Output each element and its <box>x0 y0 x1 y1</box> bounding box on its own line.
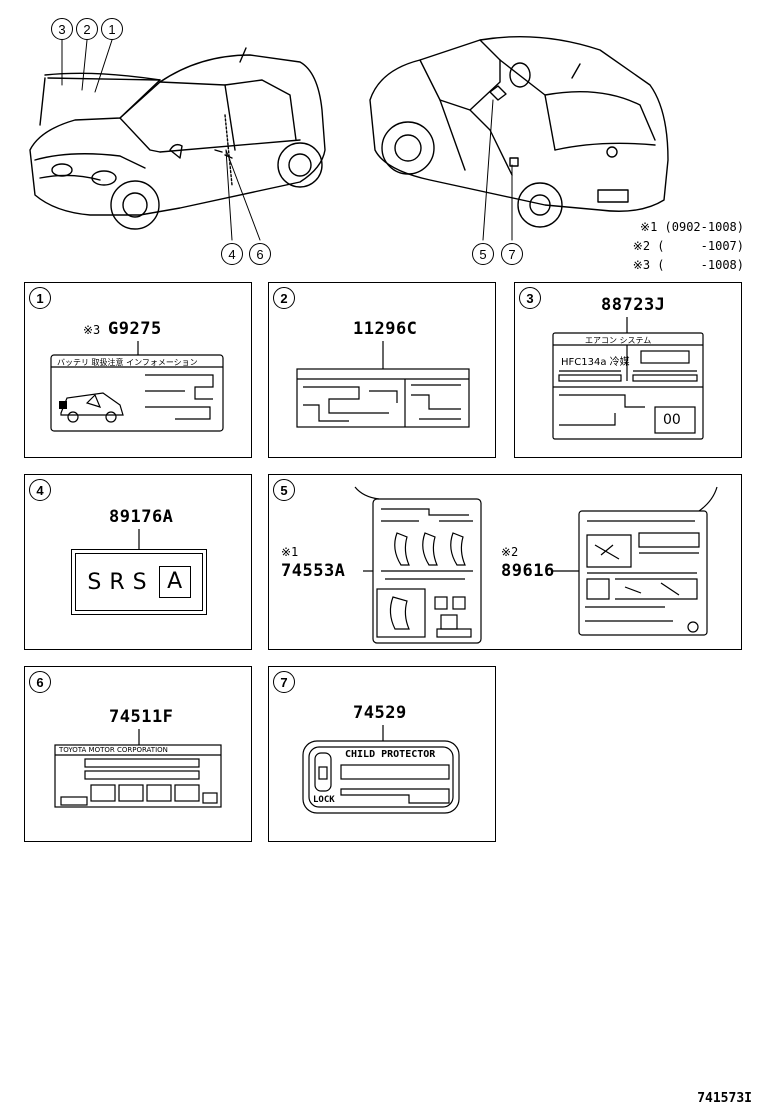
label-drawing <box>50 341 224 432</box>
panel-6: 6 74511F TOYOTA MOTOR CORPORATION <box>24 666 252 842</box>
rear-car-drawing <box>369 35 669 228</box>
callout-6: 6 <box>249 243 271 265</box>
callout-4: 4 <box>221 243 243 265</box>
legend-line-2: ※2 ( -1007) <box>632 239 744 253</box>
label-drawing <box>54 729 222 808</box>
part-number: 11296C <box>353 319 418 339</box>
label-box-text: 00 <box>663 412 681 428</box>
applicability-note: ※3 <box>83 323 101 337</box>
part-number: 74511F <box>109 707 174 727</box>
legend-line-1: ※1 (0902-1008) <box>640 220 744 234</box>
car-illustrations <box>29 35 669 241</box>
callout-3: 3 <box>51 18 73 40</box>
label-drawing <box>354 486 718 644</box>
applicability-note-2: ※2 <box>501 545 519 559</box>
part-number: G9275 <box>108 319 162 339</box>
legend-line-3: ※3 ( -1008) <box>632 258 744 272</box>
label-drawing <box>296 341 470 428</box>
label-text: HFC134a 冷媒 <box>561 357 630 368</box>
panel-number: 7 <box>273 671 295 693</box>
callout-leaders <box>61 39 513 241</box>
part-number: 88723J <box>601 295 666 315</box>
part-number: 89176A <box>109 507 174 527</box>
srs-label: SRS A <box>71 549 207 615</box>
label-header: エアコン システム <box>585 336 652 345</box>
part-number: 74529 <box>353 703 407 723</box>
panel-4: 4 89176A SRS A <box>24 474 252 650</box>
panel-number: 4 <box>29 479 51 501</box>
srs-box-letter: A <box>158 566 191 598</box>
panel-number: 5 <box>273 479 295 501</box>
label-header: TOYOTA MOTOR CORPORATION <box>59 746 168 754</box>
figure-id: 741573I <box>697 1091 752 1106</box>
panel-3: 3 88723J エアコン システム HFC134a 冷媒 00 <box>514 282 742 458</box>
panel-number: 1 <box>29 287 51 309</box>
panel-5: 5 ※1 74553A ※2 89616 <box>268 474 742 650</box>
label-drawing <box>302 725 460 814</box>
label-title: CHILD PROTECTOR <box>345 749 436 760</box>
panel-number: 3 <box>519 287 541 309</box>
panel-7: 7 74529 CHILD PROTECTOR LOCK <box>268 666 496 842</box>
part-number-2: 89616 <box>501 561 555 581</box>
panel-1: 1 ※3 G9275 バッテリ 取扱注意 インフォメーション <box>24 282 252 458</box>
callout-7: 7 <box>501 243 523 265</box>
callout-1: 1 <box>101 18 123 40</box>
panel-number: 2 <box>273 287 295 309</box>
label-header: バッテリ 取扱注意 インフォメーション <box>57 358 198 367</box>
callout-2: 2 <box>76 18 98 40</box>
panel-number: 6 <box>29 671 51 693</box>
callout-5: 5 <box>472 243 494 265</box>
label-drawing <box>552 317 704 440</box>
srs-text: SRS <box>87 569 155 595</box>
panel-2: 2 11296C <box>268 282 496 458</box>
label-lock-text: LOCK <box>313 795 335 805</box>
front-car-drawing <box>29 47 326 230</box>
label-drawing <box>138 529 140 549</box>
part-number-1: 74553A <box>281 561 346 581</box>
applicability-note-1: ※1 <box>281 545 299 559</box>
